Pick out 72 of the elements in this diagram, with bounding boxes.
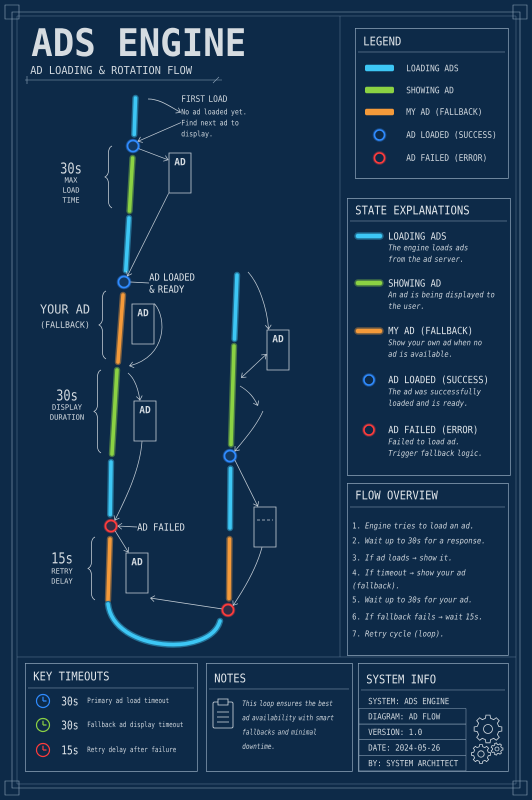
legend-label: SHOWING AD [406, 86, 454, 94]
panel-heading: NOTES [214, 673, 246, 683]
arrow [114, 441, 142, 521]
bracket-label: YOUR AD [40, 304, 90, 314]
bracket-label: 30s [56, 389, 77, 401]
arrow [138, 122, 182, 143]
state-description: An ad is being displayed to the user. [388, 291, 494, 309]
legend-label: LOADING ADS [407, 64, 458, 72]
ring-marker [126, 138, 140, 154]
ad-box: AD [168, 152, 192, 194]
table-cell: VERSION: 1.0 [358, 724, 466, 740]
ad-box: AD [134, 400, 156, 442]
ring-marker [104, 518, 118, 534]
arrow [150, 595, 222, 610]
list-item: 6. If fallback fails → wait 15s. [352, 613, 481, 620]
timeout-value: 30s [62, 720, 78, 730]
state-title: AD FAILED (ERROR) [388, 426, 476, 434]
list-item: 1. Engine tries to load an ad. [353, 522, 472, 530]
ad-box: AD [126, 552, 148, 594]
bracket-label: 15s [52, 552, 72, 564]
placeholder-box [254, 506, 276, 548]
arrow [117, 522, 138, 530]
connector-line [130, 282, 150, 284]
list-item: 7. Retry cycle (loop). [352, 630, 442, 638]
title: ADS ENGINE [32, 28, 244, 57]
list-item: 5. Wait up to 30s for your ad. [352, 596, 471, 604]
annotation: AD LOADED & READY [149, 273, 194, 293]
ring-marker [222, 448, 238, 464]
arrow [148, 98, 181, 114]
arrow [234, 460, 259, 507]
arrow [138, 148, 169, 162]
arrow [114, 530, 130, 553]
legend-label: MY AD (FALLBACK) [406, 108, 481, 116]
timeout-value: 30s [62, 696, 78, 706]
arrow [241, 354, 267, 378]
state-title: MY AD (FALLBACK) [388, 326, 472, 336]
panel-heading: KEY TIMEOUTS [34, 671, 109, 681]
arrow [129, 303, 162, 368]
panel-heading: LEGEND [364, 36, 401, 46]
panel-heading: SYSTEM INFO [366, 674, 436, 684]
ad-box: AD [266, 330, 290, 370]
list-item: 3. If ad loads → show it. [352, 554, 450, 561]
timeout-value: 15s [62, 746, 78, 754]
state-description: Show your own ad when no ad is available. [388, 339, 482, 357]
state-description: Failed to load ad. Trigger fallback logic. [388, 438, 481, 458]
list-item: 4. If timeout → show your ad (fallback). [352, 569, 466, 590]
legend-label: AD LOADED (SUCCESS) [406, 130, 496, 139]
subtitle: AD LOADING & ROTATION FLOW [30, 66, 192, 74]
list-item: 2. Wait up to 30s for a response. [352, 537, 484, 546]
info-text: SYSTEM: ADS ENGINE [368, 698, 449, 704]
state-description: The engine loads ads from the ad server. [388, 244, 468, 262]
bracket-label: 30s [60, 162, 81, 174]
panel-heading: STATE EXPLANATIONS [356, 205, 469, 215]
table-cell: DIAGRAM: AD FLOW [358, 708, 466, 724]
state-title: LOADING ADS [389, 232, 446, 240]
arrow [128, 372, 143, 401]
panel-heading: FLOW OVERVIEW [356, 490, 438, 500]
arrow [234, 410, 264, 452]
arrow [248, 272, 272, 330]
ring-marker [220, 602, 236, 618]
legend-label: AD FAILED (ERROR) [406, 154, 486, 162]
annotation: AD FAILED [137, 523, 184, 531]
ad-box: AD [132, 304, 154, 344]
state-description: The ad was successfully loaded and is ready. [388, 388, 481, 408]
table-cell: DATE: 2024-05-26 [358, 739, 466, 756]
arrow [232, 547, 262, 606]
state-title: AD LOADED (SUCCESS) [388, 376, 488, 384]
arrow [126, 193, 169, 276]
state-title: SHOWING AD [388, 279, 441, 287]
ring-marker [116, 274, 132, 290]
bracket-label: (FALLBACK) [42, 321, 88, 329]
table-cell: BY: SYSTEM ARCHITECT [358, 755, 466, 772]
